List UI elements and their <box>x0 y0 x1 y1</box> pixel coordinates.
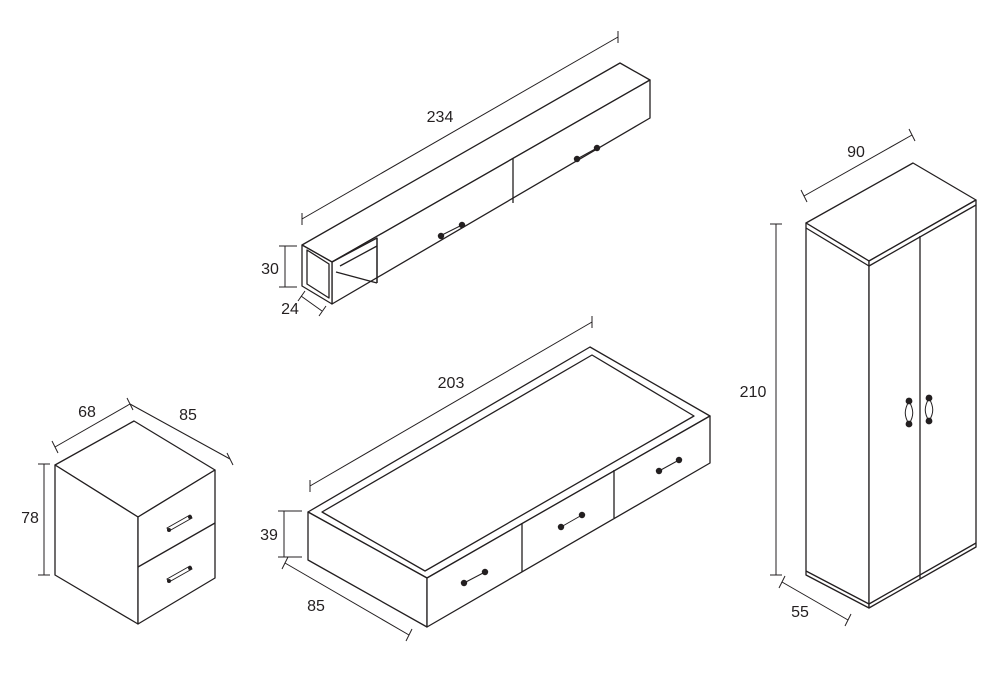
wardrobe-height-label: 210 <box>740 384 767 401</box>
bed-base-height-label: 39 <box>260 527 278 544</box>
nightstand-depth-dimension: 85 <box>129 403 234 466</box>
wall-shelf-height-dimension: 30 <box>261 245 297 288</box>
wardrobe-depth-dimension: 55 <box>778 575 852 627</box>
bed-base: 203 39 85 <box>260 316 711 642</box>
bed-base-length-label: 203 <box>438 375 465 392</box>
wall-shelf-handle-1 <box>437 221 466 240</box>
wardrobe: 90 210 55 <box>740 128 977 627</box>
nightstand-height-label: 78 <box>21 510 39 527</box>
nightstand-depth-label: 85 <box>179 407 197 424</box>
wall-shelf-height-label: 30 <box>261 261 279 278</box>
bed-base-inner-tray <box>321 354 695 572</box>
nightstand-handle-2 <box>166 565 193 583</box>
bed-base-height-dimension: 39 <box>260 510 302 558</box>
wall-shelf-front-face <box>331 79 651 305</box>
wardrobe-height-dimension: 210 <box>740 223 782 576</box>
wall-shelf-handle-2 <box>573 144 601 163</box>
bed-base-length-dimension: 203 <box>309 316 593 492</box>
wall-shelf-length-label: 234 <box>427 109 454 126</box>
wall-shelf-open-cubby <box>306 249 330 299</box>
nightstand: 68 85 78 <box>21 397 234 625</box>
wardrobe-front-face <box>868 199 977 609</box>
wardrobe-handle-right <box>924 394 934 425</box>
bed-base-depth-dimension: 85 <box>281 556 413 642</box>
wall-shelf-end-face <box>301 244 333 305</box>
nightstand-front-face <box>137 469 216 625</box>
wardrobe-width-dimension: 90 <box>800 128 916 203</box>
wall-shelf-depth-label: 24 <box>281 301 299 318</box>
wall-shelf: 234 30 24 <box>261 31 651 318</box>
nightstand-drawer-divider <box>137 522 216 568</box>
bed-base-front-face <box>426 415 711 628</box>
bed-base-depth-label: 85 <box>307 598 325 615</box>
wall-shelf-depth-dimension: 24 <box>281 290 327 318</box>
wardrobe-width-label: 90 <box>847 144 865 161</box>
wall-shelf-top-face <box>301 62 651 263</box>
nightstand-width-label: 68 <box>78 404 96 421</box>
bed-base-handle-2 <box>557 511 586 531</box>
wardrobe-side-face <box>805 222 870 609</box>
wall-shelf-length-dimension: 234 <box>301 31 619 225</box>
nightstand-handle-1 <box>166 514 193 532</box>
wardrobe-handle-left <box>904 397 914 428</box>
bed-base-handle-3 <box>655 456 683 475</box>
wardrobe-depth-label: 55 <box>791 604 809 621</box>
bed-base-handle-1 <box>460 568 489 587</box>
nightstand-height-dimension: 78 <box>21 463 50 576</box>
